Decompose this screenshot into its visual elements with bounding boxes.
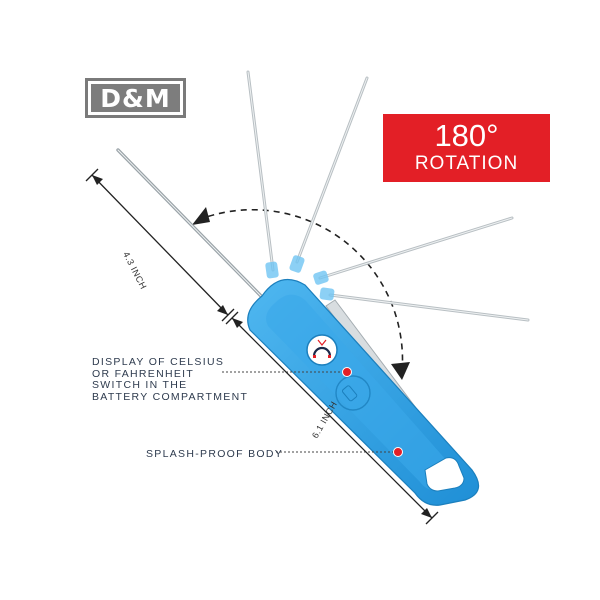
arc-arrow-start	[192, 207, 210, 225]
brand-logo: D&M	[85, 78, 186, 118]
logo-text: D&M	[91, 84, 180, 113]
badge-label: ROTATION	[414, 153, 519, 174]
rotation-badge: 180° ROTATION	[383, 114, 550, 182]
hang-hole	[424, 457, 465, 492]
battery-compartment	[335, 375, 371, 411]
callout-dot-display	[342, 367, 352, 377]
callout-dot-body	[393, 447, 403, 457]
display-window	[306, 334, 338, 366]
badge-degrees: 180°	[434, 118, 499, 153]
callout-splash-proof: SPLASH-PROOF BODY	[146, 448, 284, 460]
arc-arrow-end	[391, 362, 410, 380]
callout-line: BATTERY COMPARTMENT	[92, 390, 249, 403]
callout-line: OR FAHRENHEIT	[92, 367, 195, 380]
callout-display-switch: DISPLAY OF CELSIUS OR FAHRENHEIT SWITCH …	[92, 356, 249, 403]
callout-line: SWITCH IN THE	[92, 379, 188, 391]
callout-line: DISPLAY OF CELSIUS	[92, 356, 225, 368]
probe-positions	[246, 70, 530, 322]
